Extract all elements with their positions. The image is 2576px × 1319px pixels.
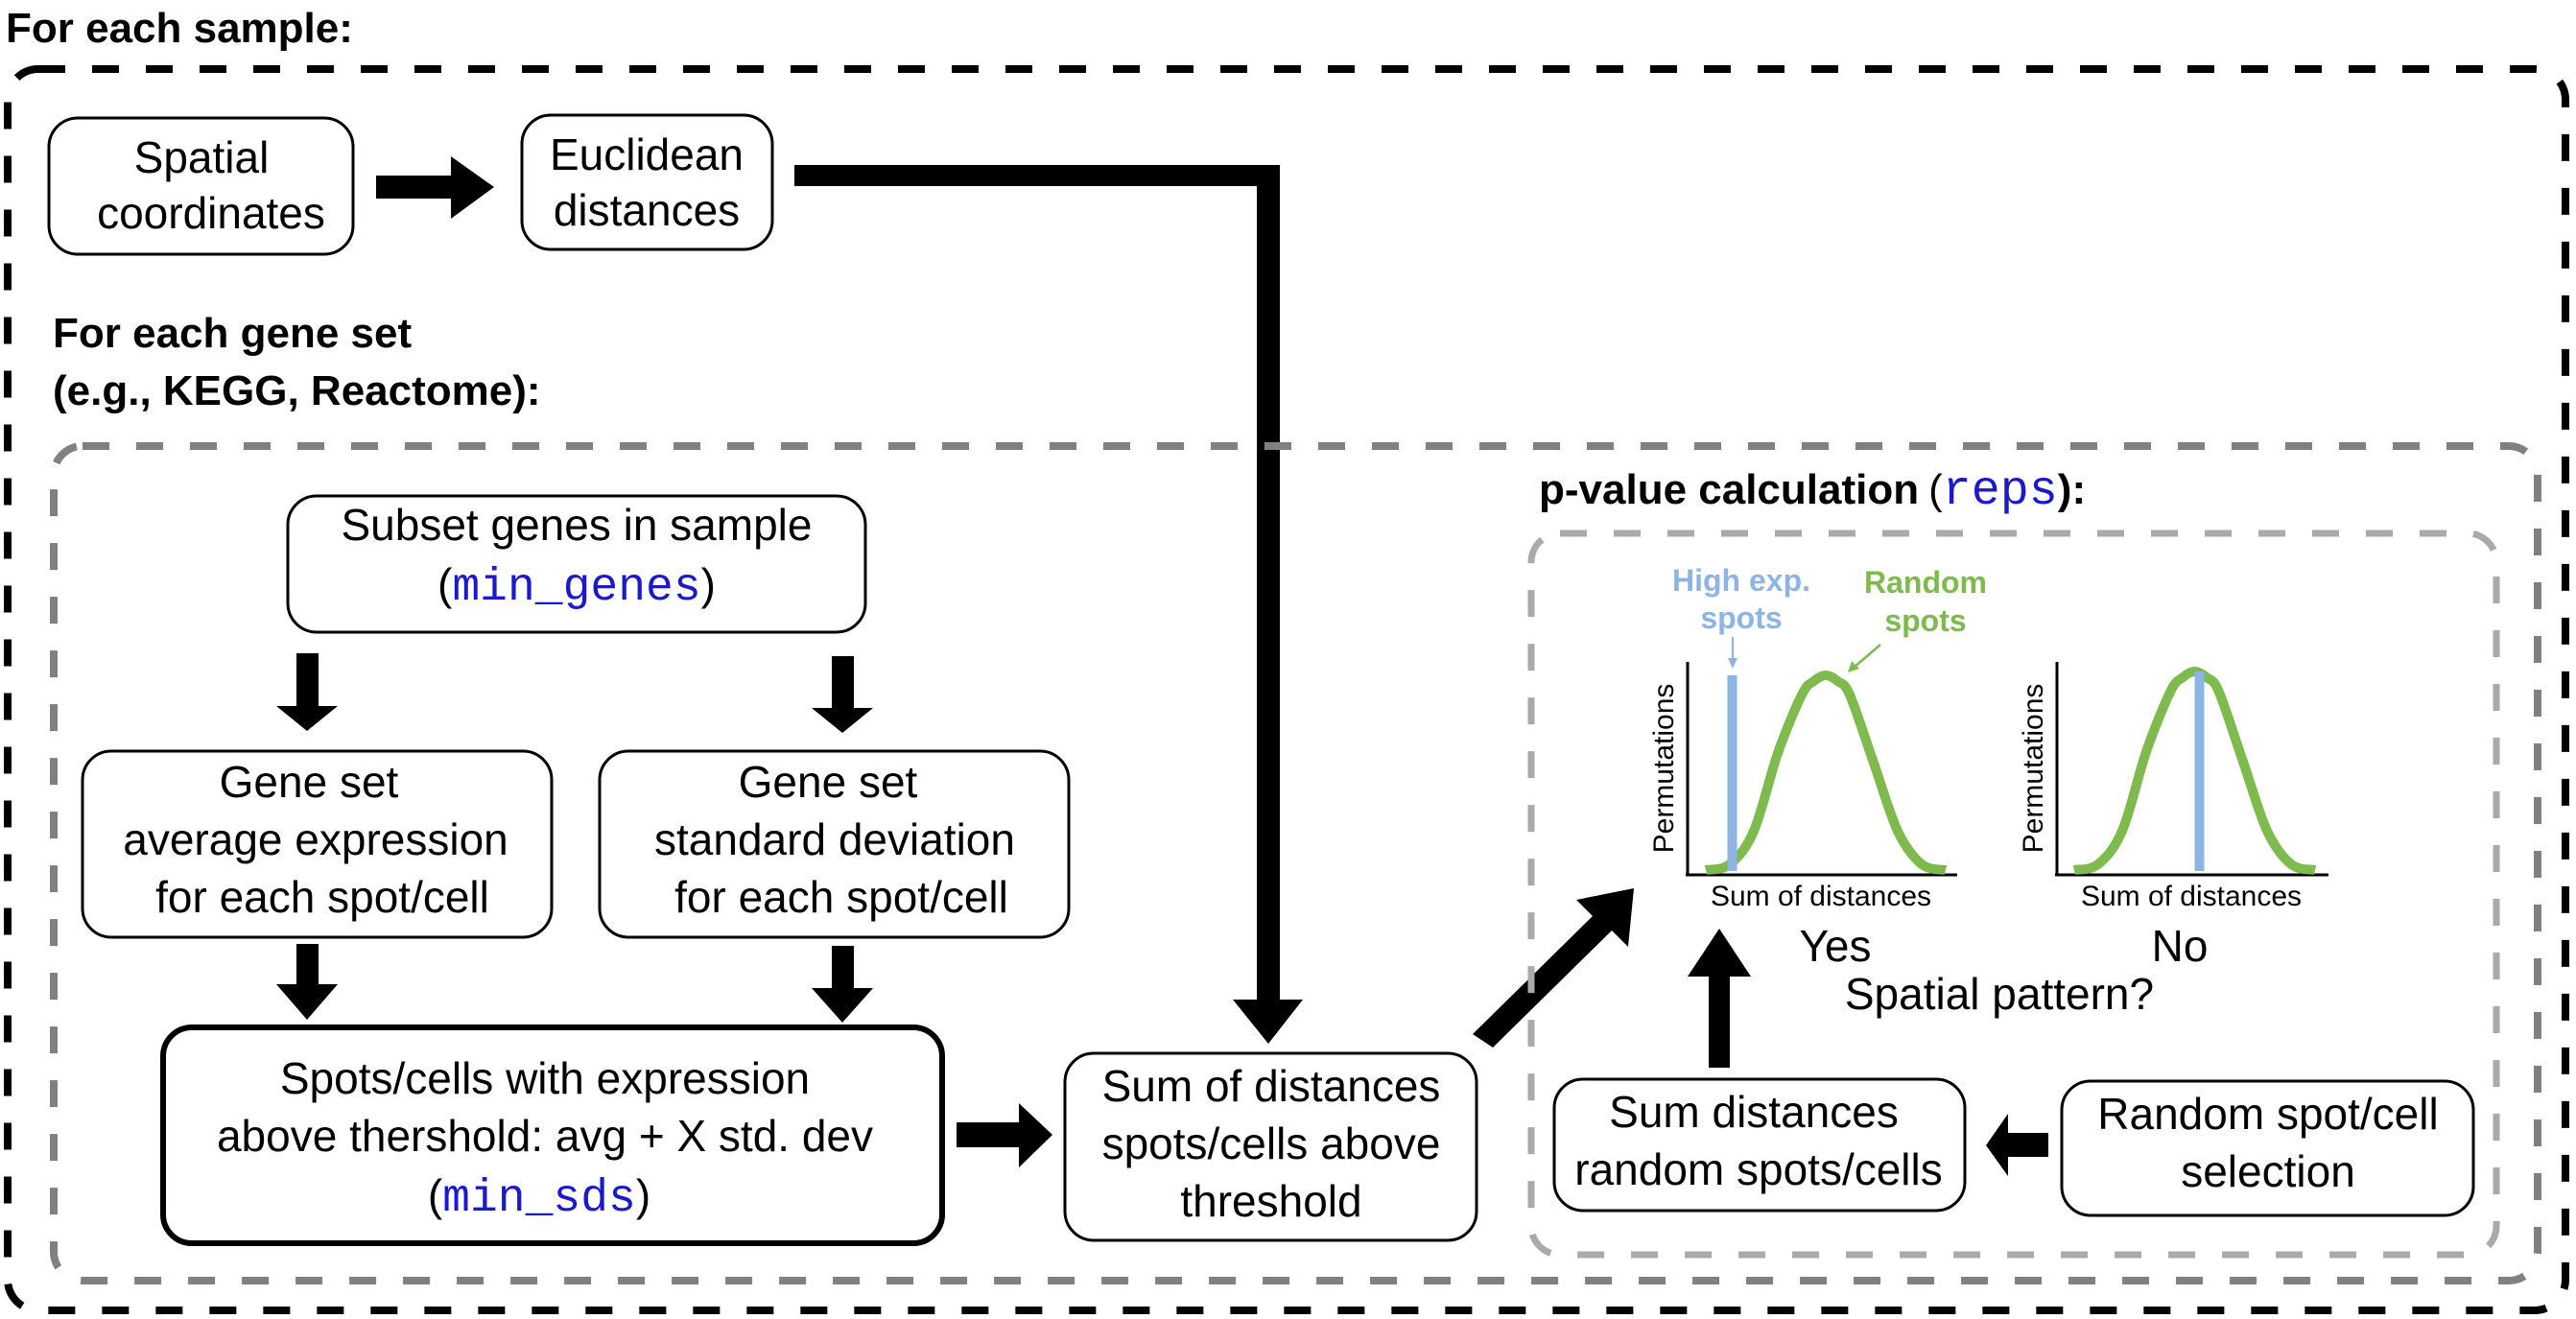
outcome-no: No: [2152, 921, 2209, 971]
arrow-down-icon: [812, 946, 873, 1023]
chart-no: Permutations Sum of distances No: [2018, 662, 2328, 971]
arrow-icon: [1848, 661, 1859, 672]
for-each-sample-label: For each sample:: [6, 5, 353, 52]
random-selection-box: Random spot/cell selection: [2060, 1079, 2475, 1217]
arrow-down-icon: [812, 656, 873, 733]
pvalue-title: p-value calculation(reps):: [1539, 464, 2086, 519]
annotation-line: spots: [1700, 601, 1782, 635]
arrow-up-icon: [1688, 929, 1751, 1068]
outcome-yes: Yes: [1799, 921, 1871, 971]
spatial-coordinates-box: Spatial coordinates: [47, 116, 355, 256]
for-each-gene-set-label: For each gene set: [53, 310, 412, 357]
sum-of-distances-box: Sum of distances spots/cells above thres…: [1063, 1051, 1478, 1242]
annotation-pointer: [1853, 644, 1881, 669]
annotation-line: High exp.: [1672, 563, 1810, 598]
box-line: Subset genes in sample: [342, 500, 813, 550]
min-genes-param: min_genes: [452, 562, 700, 614]
sample-loop-container: [4, 65, 2569, 1314]
box-line: above thershold: avg + X std. dev: [217, 1111, 873, 1161]
random-spots-curve: [2072, 667, 2317, 875]
box-line: distances: [554, 185, 740, 235]
random-spots-annotation: Random spots: [1848, 565, 1987, 672]
pvalue-container: [1527, 530, 2500, 1259]
paren: (: [1928, 466, 1943, 513]
box-line: Euclidean: [550, 130, 744, 179]
y-axis-label: Permutations: [1648, 684, 1680, 854]
box-line: Random spot/cell: [2097, 1089, 2438, 1139]
x-axis-label: Sum of distances: [2081, 881, 2302, 912]
box-line: Sum of distances: [1102, 1061, 1441, 1111]
box-line: standard deviation: [654, 814, 1015, 864]
pvalue-title-text: p-value calculation: [1539, 466, 1919, 513]
gene-set-average-box: Gene set average expression for each spo…: [81, 749, 554, 939]
random-spots-curve: [1704, 671, 1948, 875]
euclidean-distances-box: Euclidean distances: [520, 113, 774, 251]
high-exp-annotation: High exp. spots: [1672, 563, 1810, 669]
param-line: (min_sds): [428, 1170, 650, 1225]
arrow-diagonal-icon: [1473, 888, 1634, 1048]
subset-genes-box: Subset genes in sample (min_genes): [286, 494, 867, 634]
arrow-right-icon: [376, 156, 494, 219]
gene-set-examples-label: (e.g., KEGG, Reactome):: [53, 367, 541, 414]
spatial-pattern-question: Spatial pattern?: [1845, 969, 2154, 1019]
param-line: (min_genes): [437, 559, 716, 614]
arrow-down-icon: [276, 653, 338, 731]
gene-set-sd-box: Gene set standard deviation for each spo…: [598, 749, 1071, 939]
paren: ):: [2058, 466, 2086, 513]
box-line: spots/cells above: [1102, 1119, 1441, 1168]
box-line: Spatial: [134, 132, 270, 182]
arrow-down-icon: [1728, 658, 1737, 669]
annotation-line: spots: [1884, 603, 1966, 638]
y-axis-label: Permutations: [2018, 684, 2049, 854]
box-line: average expression: [123, 814, 508, 864]
box-line: coordinates: [97, 188, 325, 238]
paren: (: [428, 1170, 443, 1220]
chart-yes: Permutations Sum of distances Yes: [1648, 662, 1957, 971]
spots-above-threshold-box: Spots/cells with expression above thersh…: [160, 1025, 945, 1246]
x-axis-label: Sum of distances: [1711, 881, 1931, 912]
arrow-right-icon: [957, 1103, 1052, 1167]
paren: (: [437, 559, 453, 609]
box-line: Sum distances: [1609, 1087, 1899, 1137]
box-line: Spots/cells with expression: [280, 1053, 810, 1103]
box-line: Gene set: [220, 757, 399, 807]
box-line: for each spot/cell: [155, 872, 489, 922]
arrow-left-icon: [1986, 1114, 2048, 1176]
paren: ): [701, 559, 716, 609]
box-line: for each spot/cell: [674, 872, 1008, 922]
box-line: threshold: [1180, 1176, 1361, 1226]
box-line: random spots/cells: [1574, 1144, 1943, 1194]
annotation-line: Random: [1864, 565, 1987, 600]
gene-set-loop-container: [50, 442, 2541, 1284]
paren: ): [636, 1170, 650, 1220]
arrow-down-icon: [276, 944, 338, 1020]
reps-param: reps: [1943, 464, 2058, 519]
min-sds-param: min_sds: [442, 1173, 636, 1225]
box-line: selection: [2181, 1146, 2355, 1196]
box-line: Gene set: [739, 757, 918, 807]
sum-distances-random-box: Sum distances random spots/cells: [1552, 1077, 1967, 1213]
